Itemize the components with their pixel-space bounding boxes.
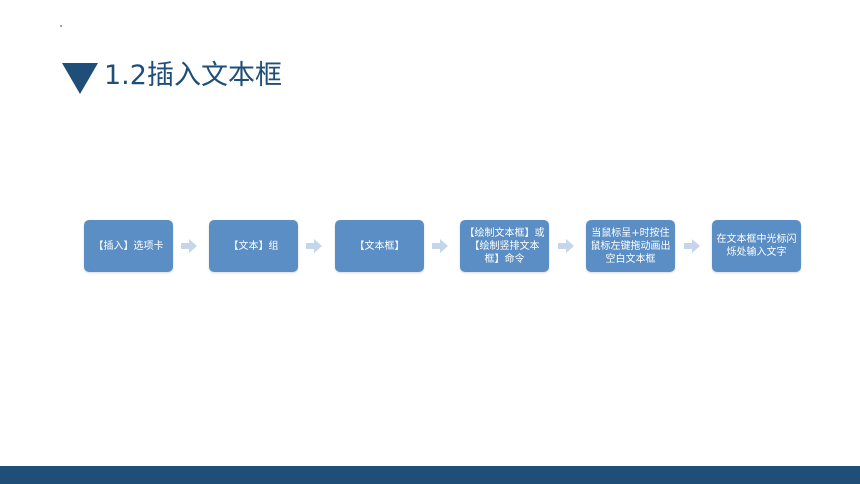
arrow-right-icon [684, 239, 700, 253]
arrow-right-icon [558, 239, 574, 253]
flow-step-2-label: 【文本】组 [228, 240, 279, 252]
flow-step-1-label: 【插入】选项卡 [93, 240, 164, 252]
flow-step-4-label: 【绘制文本框】或【绘制竖排文本框】命令 [464, 227, 545, 265]
flow-step-5-label: 当鼠标呈+时按住鼠标左键拖动画出空白文本框 [590, 227, 671, 265]
flow-step-6: 在文本框中光标闪烁处输入文字 [712, 220, 801, 272]
flow-step-5: 当鼠标呈+时按住鼠标左键拖动画出空白文本框 [586, 220, 675, 272]
flow-step-1: 【插入】选项卡 [84, 220, 173, 272]
arrow-right-icon [181, 239, 197, 253]
flow-step-4: 【绘制文本框】或【绘制竖排文本框】命令 [460, 220, 549, 272]
triangle-bullet-icon [62, 62, 98, 94]
slide-title: 1.2插入文本框 [104, 60, 282, 91]
footer-bar [0, 466, 860, 484]
decorative-dot [60, 25, 62, 27]
arrow-right-icon [432, 239, 448, 253]
flow-step-3: 【文本框】 [335, 220, 424, 272]
title-row: 1.2插入文本框 [62, 56, 282, 96]
flow-step-3-label: 【文本框】 [354, 240, 405, 252]
flow-step-6-label: 在文本框中光标闪烁处输入文字 [716, 234, 797, 258]
arrow-right-icon [306, 239, 322, 253]
flow-step-2: 【文本】组 [209, 220, 298, 272]
